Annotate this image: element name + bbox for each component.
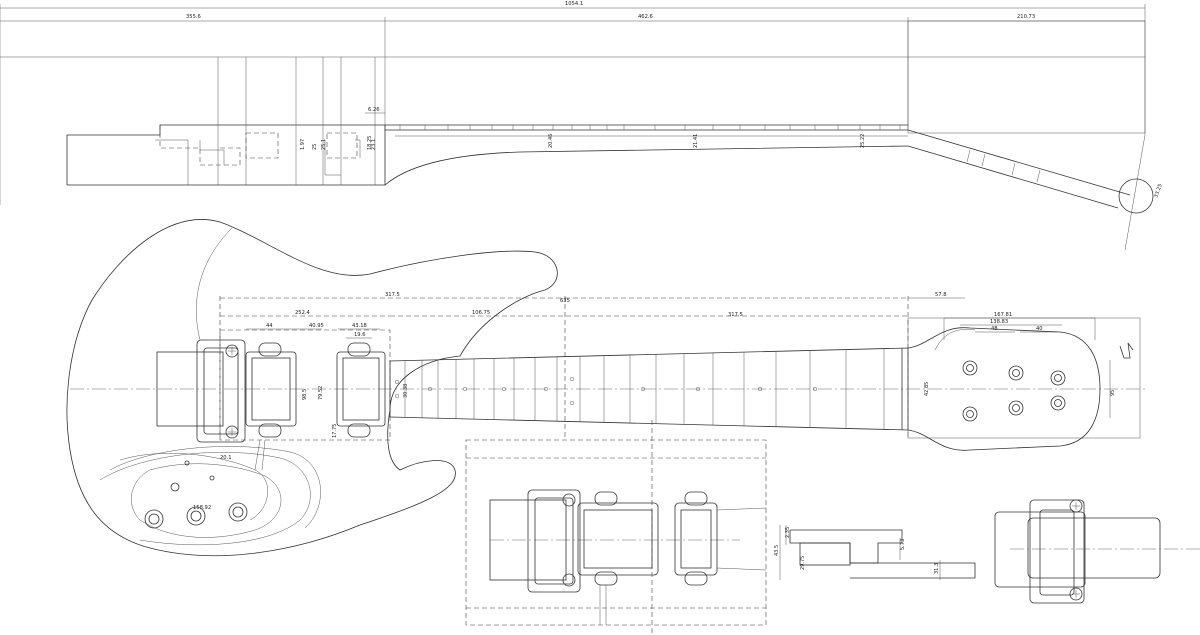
dim-pocket-depth: 30.38 [403,384,409,398]
detail-bridge-view [994,499,1200,604]
dim-side-depth-e: 18.25 [367,136,373,150]
dim-neck-joint-h: 17.75 [332,424,338,438]
dim-side-depth-d: 25.1 [321,139,327,150]
dim-neck-length: 462.6 [638,14,653,20]
detail-side-profile: 43.5 29.75 2.35 5.73 31.3 [774,525,976,580]
dim-head-angle: 33.25 [1153,183,1164,199]
dim-headstock-length: 210.73 [1017,14,1035,20]
side-fret-ticks [399,125,901,130]
headstock [907,317,1141,451]
dim-body-length: 355.6 [186,14,201,20]
dim-neck-heel-width: 98.5 [302,389,308,400]
dim-neck-th-a: 20.46 [548,134,554,148]
dim-bridge-inner: 19.6 [354,332,366,338]
dim-bridge-w: 43.18 [352,323,367,329]
bridge-and-pickups [156,329,391,443]
dim-detail-h-e: 31.3 [934,563,940,574]
dim-scale-total: 635 [560,298,570,304]
dim-tuner-pitch-b: 40 [1036,326,1043,332]
dim-side-depth-c: 25 [312,144,318,150]
dim-nut-offset: 57.8 [935,292,947,298]
dim-detail-h-d: 5.73 [900,539,906,550]
dim-side-thk-a: 6.26 [368,107,380,113]
side-view: 6.26 23.1 1.97 25 25.1 18.25 20.46 21.41… [0,20,1164,251]
dim-detail-h-a: 43.5 [774,545,780,556]
dim-detail-h-c: 2.35 [785,527,791,538]
dim-side-depth-b: 1.97 [300,139,306,150]
top-view-dimensions: 317.5 635 317.5 252.4 106.75 44 40.95 43… [219,292,1116,440]
dim-neck-heel-width-b: 79.52 [318,386,324,400]
top-dimension-lines: 1054.1 355.6 462.6 210.73 [0,1,1146,205]
dim-tuner-span-inner: 138.83 [990,319,1008,325]
dim-overall-length: 1054.1 [565,1,583,7]
dim-pickup-gap: 40.95 [309,323,324,329]
dim-side-depth-a: 23.1 [371,139,377,150]
body-outline: 158.92 20.1 [66,219,558,557]
detail-pickups-view [465,420,767,635]
dim-scale-half-a: 317.5 [385,292,400,298]
dim-nut-width: 42.85 [924,382,930,396]
dim-control-radius: 158.92 [193,505,211,511]
dim-headstock-width: 95 [1110,390,1116,396]
dim-pickup-span: 252.4 [295,310,311,316]
dim-pickup-w: 44 [266,323,273,329]
dim-tuner-span: 167.81 [994,312,1012,318]
dim-neck-pocket: 106.75 [472,310,490,316]
dim-detail-h-b: 29.75 [800,556,806,570]
dim-control-small: 20.1 [220,455,232,461]
dim-scale-half-b: 317.5 [728,312,743,318]
dim-neck-th-b: 21.41 [693,134,699,148]
dim-neck-th-c: 25.22 [860,134,866,148]
